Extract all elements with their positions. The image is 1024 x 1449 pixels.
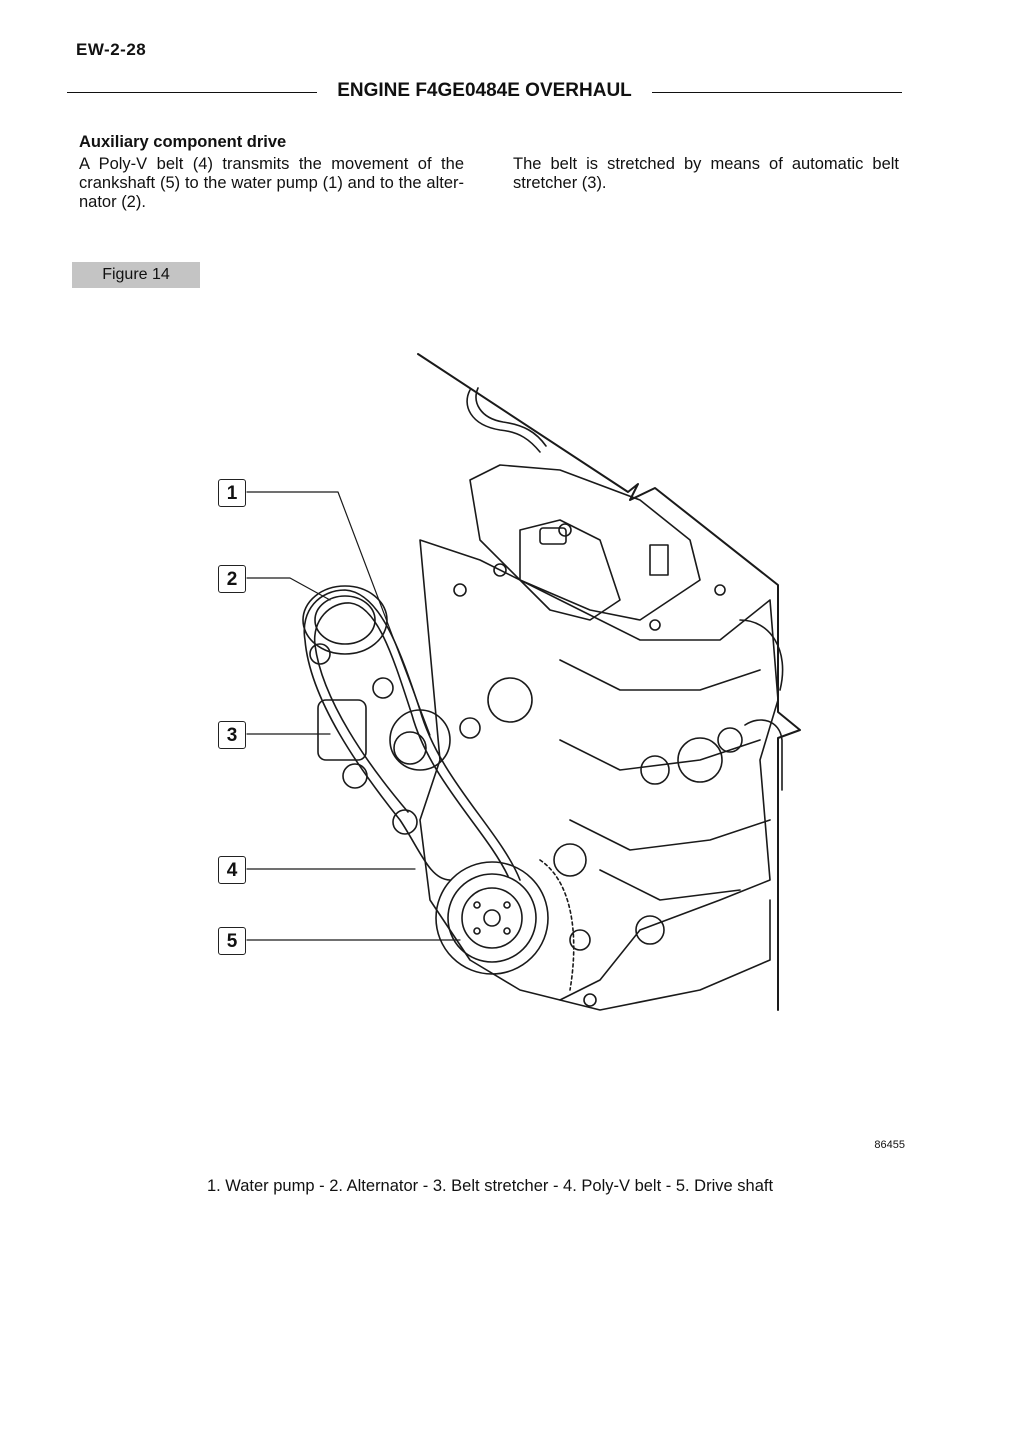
section-heading: Auxiliary component drive (79, 133, 287, 151)
paragraph-left: A Poly-V belt (4) transmits the movement… (79, 155, 464, 211)
callout-4: 4 (218, 856, 246, 884)
header-rule-right (652, 92, 902, 93)
chapter-title: ENGINE F4GE0484E OVERHAUL (337, 80, 632, 101)
callout-1: 1 (218, 479, 246, 507)
callout-5: 5 (218, 927, 246, 955)
paragraph-right: The belt is stretched by means of automa… (513, 155, 899, 192)
header-rule-left (67, 92, 317, 93)
figure-caption: 1. Water pump - 2. Alternator - 3. Belt … (206, 1177, 774, 1195)
leader-line-1 (246, 491, 431, 736)
callout-3: 3 (218, 721, 246, 749)
figure-label: Figure 14 (72, 262, 200, 288)
engine-illustration (246, 353, 801, 1011)
cut-line (417, 353, 801, 1011)
figure-image-code: 86455 (874, 1139, 905, 1151)
page-reference: EW-2-28 (76, 40, 147, 59)
leader-line-2 (246, 577, 331, 601)
callout-2: 2 (218, 565, 246, 593)
